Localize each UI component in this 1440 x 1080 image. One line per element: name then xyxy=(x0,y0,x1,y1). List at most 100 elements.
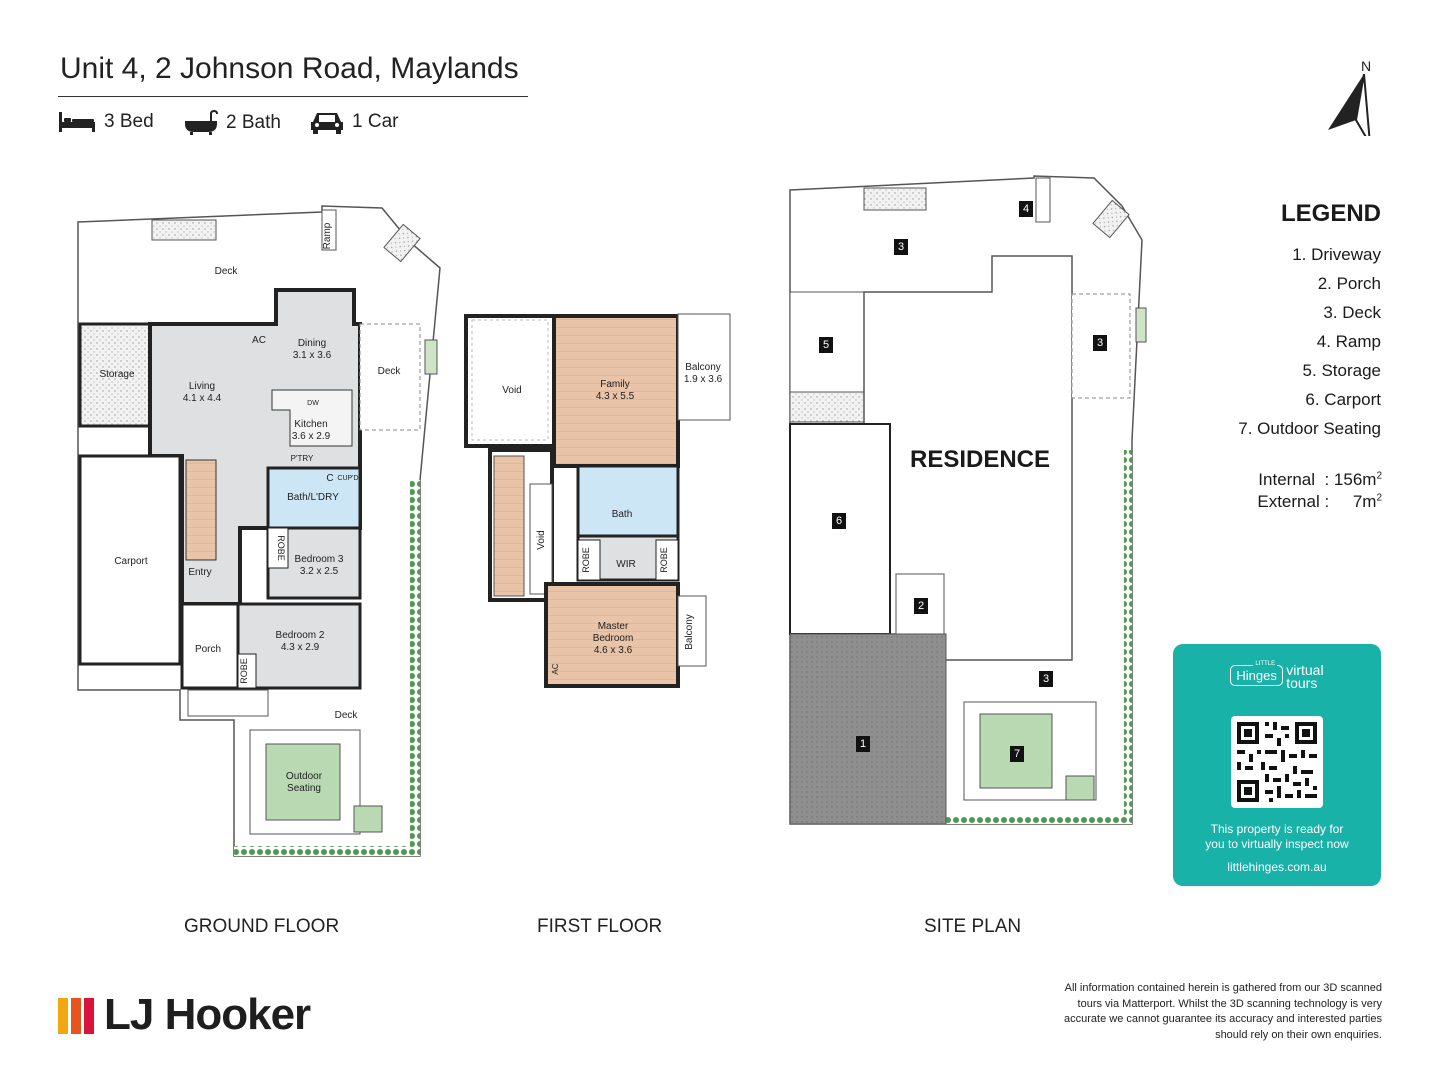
gf-deck-bottom-label: Deck xyxy=(335,710,359,721)
gf-deck-side-label: Deck xyxy=(378,366,402,377)
ff-wir-label: WIR xyxy=(616,559,635,570)
north-arrow-icon xyxy=(1328,73,1371,145)
car-icon xyxy=(311,113,343,134)
internal-label: Internal xyxy=(1258,470,1315,489)
title-divider xyxy=(58,96,528,97)
first-floor-label: FIRST FLOOR xyxy=(537,916,663,937)
ff-ac-label: AC xyxy=(551,663,560,674)
gf-robe2-label: ROBE xyxy=(239,658,249,684)
bath-count: 2 Bath xyxy=(184,110,281,136)
legend-item: 6. Carport xyxy=(1305,390,1381,409)
lj-hooker-stripes-icon xyxy=(58,998,94,1034)
legend-list: 1. Driveway 2. Porch 3. Deck 4. Ramp 5. … xyxy=(1238,240,1381,443)
north-arrow: N xyxy=(1326,58,1376,145)
site-residence-label: RESIDENCE xyxy=(910,446,1050,473)
gf-living-label: Living xyxy=(189,381,215,392)
gf-entry-label: Entry xyxy=(188,567,211,578)
gf-carport-label: Carport xyxy=(114,556,148,567)
gf-cupd-label: CUP'D xyxy=(337,475,358,482)
gf-outdoor-label: Outdoor xyxy=(286,771,323,782)
logo-brand-text: Hinges xyxy=(1236,668,1277,684)
ff-bedroom-label: Bedroom xyxy=(593,633,634,644)
external-value: 7m xyxy=(1352,492,1377,511)
gf-dw-label: DW xyxy=(307,400,319,407)
qr-code-icon xyxy=(1237,722,1317,802)
legend-item: 3. Deck xyxy=(1323,303,1381,322)
promo-line1: This property is ready for xyxy=(1210,822,1344,836)
site-marker-4: 4 xyxy=(1019,201,1033,217)
little-hinges-logo: LITTLE Hinges virtual tours xyxy=(1173,661,1381,691)
ff-bath-label: Bath xyxy=(612,509,633,520)
gf-bedroom3-label: Bedroom 3 xyxy=(295,554,344,565)
gf-bedroom2-dim: 4.3 x 2.9 xyxy=(281,642,320,653)
gf-kitchen-dim: 3.6 x 2.9 xyxy=(292,431,331,442)
page-title: Unit 4, 2 Johnson Road, Maylands xyxy=(60,52,519,85)
gf-living-dim: 4.1 x 4.4 xyxy=(183,393,222,404)
promo-url[interactable]: littlehinges.com.au xyxy=(1227,860,1327,874)
ff-family-dim: 4.3 x 5.5 xyxy=(596,391,635,402)
ff-balcony2-label: Balcony xyxy=(684,614,695,650)
ff-robe1-label: ROBE xyxy=(581,547,591,573)
bed-icon xyxy=(59,112,95,132)
legend-item: 7. Outdoor Seating xyxy=(1238,419,1381,438)
gf-robe1-label: ROBE xyxy=(276,535,286,561)
external-label: External xyxy=(1257,492,1320,511)
legend-item: 1. Driveway xyxy=(1292,245,1381,264)
qr-code[interactable] xyxy=(1231,716,1323,808)
site-marker-3: 3 xyxy=(1039,671,1053,687)
site-marker-2: 2 xyxy=(914,598,928,614)
bathtub-icon xyxy=(185,110,218,135)
ff-robe2-label: ROBE xyxy=(659,547,669,573)
ff-family-label: Family xyxy=(600,379,629,390)
lj-hooker-logo: LJ Hooker xyxy=(58,990,311,1040)
bath-label: 2 Bath xyxy=(226,112,281,133)
legend-item: 4. Ramp xyxy=(1316,332,1381,351)
site-marker-3: 3 xyxy=(1093,335,1107,351)
disclaimer: All information contained herein is gath… xyxy=(1064,982,1382,1041)
legend-item: 2. Porch xyxy=(1317,274,1381,293)
logo-tours-text: tours xyxy=(1286,675,1318,691)
ff-void2-label: Void xyxy=(536,530,547,549)
gf-ac-label: AC xyxy=(252,335,266,346)
internal-unit-sup: 2 xyxy=(1376,470,1382,482)
site-marker-6: 6 xyxy=(832,513,846,529)
logo-virtual-text: virtual xyxy=(1286,662,1324,678)
ff-master-dim: 4.6 x 3.6 xyxy=(594,645,633,656)
gf-seating-label: Seating xyxy=(287,783,321,794)
ground-floor-plan: Deck Ramp Storage AC Dining 3.1 x 3.6 Li… xyxy=(77,205,441,857)
gf-deck-top-label: Deck xyxy=(215,266,239,277)
ff-balcony1-label: Balcony xyxy=(685,362,721,373)
gf-c-label: C xyxy=(326,473,333,484)
gf-dining-dim: 3.1 x 3.6 xyxy=(293,350,332,361)
external-unit-sup: 2 xyxy=(1376,492,1382,504)
gf-bedroom3-dim: 3.2 x 2.5 xyxy=(300,566,339,577)
ground-floor-label: GROUND FLOOR xyxy=(184,916,340,937)
gf-bath-ldry-label: Bath/L'DRY xyxy=(287,492,339,503)
car-count: 1 Car xyxy=(310,110,398,134)
ff-void1-label: Void xyxy=(502,385,521,396)
gf-dining-label: Dining xyxy=(298,338,326,349)
legend-item: 5. Storage xyxy=(1302,361,1381,380)
gf-storage-label: Storage xyxy=(99,369,134,380)
site-marker-3: 3 xyxy=(894,239,908,255)
gf-kitchen-label: Kitchen xyxy=(294,419,327,430)
bed-label: 3 Bed xyxy=(104,111,154,132)
virtual-tour-card[interactable]: LITTLE Hinges virtual tours xyxy=(1173,644,1381,886)
promo-line2: you to virtually inspect now xyxy=(1205,837,1349,851)
internal-area: Internal : 156m2 xyxy=(1258,470,1382,489)
logo-small-text: LITTLE xyxy=(1253,661,1278,668)
brand-name: LJ Hooker xyxy=(104,990,311,1039)
north-label: N xyxy=(1360,58,1372,74)
ff-master-label: Master xyxy=(598,621,629,632)
first-floor-plan: Void Family 4.3 x 5.5 Balcony 1.9 x 3.6 … xyxy=(464,313,731,688)
gf-ramp-label: Ramp xyxy=(322,222,333,249)
gf-bedroom2-label: Bedroom 2 xyxy=(276,630,325,641)
promo-message: This property is ready for you to virtua… xyxy=(1183,822,1371,852)
bed-count: 3 Bed xyxy=(58,110,154,134)
external-area: External : 7m2 xyxy=(1257,492,1382,511)
site-plan: RESIDENCE xyxy=(789,175,1147,825)
gf-porch-label: Porch xyxy=(195,644,221,655)
site-plan-label: SITE PLAN xyxy=(924,916,1022,937)
legend-title: LEGEND xyxy=(1280,200,1381,227)
